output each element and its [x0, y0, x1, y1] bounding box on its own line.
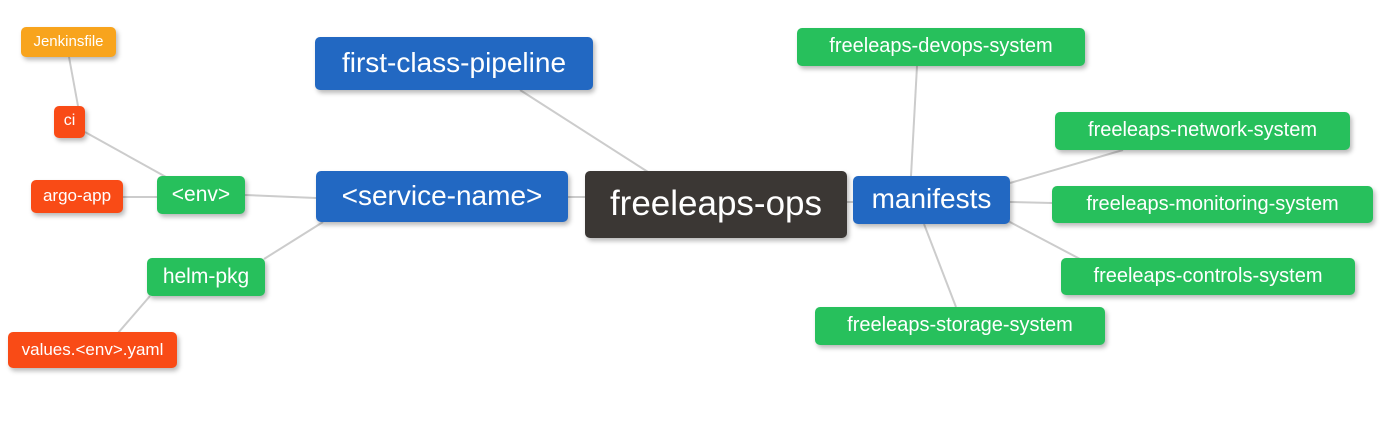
- node-freeleaps-ops[interactable]: freeleaps-ops: [585, 171, 847, 238]
- node-label-ci: ci: [63, 112, 76, 129]
- edge-manifests-to-freeleaps-network-system: [1009, 149, 1124, 184]
- node-label-freeleaps-ops: freeleaps-ops: [609, 184, 823, 223]
- node-jenkinsfile[interactable]: Jenkinsfile: [21, 27, 116, 57]
- node-manifests[interactable]: manifests: [853, 176, 1010, 224]
- node-freeleaps-network-system[interactable]: freeleaps-network-system: [1055, 112, 1350, 150]
- edge-service-name-to-helm-pkg: [263, 221, 324, 260]
- edge-freeleaps-devops-system-to-manifests: [910, 65, 918, 177]
- edge-helm-pkg-to-values-env-yaml: [117, 295, 151, 334]
- node-argo-app[interactable]: argo-app: [31, 180, 123, 213]
- edge-ci-to-env: [84, 131, 167, 178]
- edge-manifests-to-freeleaps-controls-system: [1007, 220, 1081, 260]
- edge-manifests-to-freeleaps-storage-system: [923, 223, 957, 308]
- edge-jenkinsfile-to-ci: [68, 56, 79, 107]
- node-freeleaps-monitoring-system[interactable]: freeleaps-monitoring-system: [1052, 186, 1373, 223]
- node-freeleaps-storage-system[interactable]: freeleaps-storage-system: [815, 307, 1105, 345]
- node-label-values-env-yaml: values.<env>.yaml: [21, 339, 164, 359]
- node-label-first-class-pipeline: first-class-pipeline: [341, 46, 567, 78]
- node-ci[interactable]: ci: [54, 106, 85, 138]
- node-label-jenkinsfile: Jenkinsfile: [33, 32, 104, 50]
- node-label-freeleaps-storage-system: freeleaps-storage-system: [847, 314, 1073, 336]
- node-label-freeleaps-devops-system: freeleaps-devops-system: [829, 35, 1053, 57]
- node-label-freeleaps-monitoring-system: freeleaps-monitoring-system: [1086, 192, 1339, 215]
- node-env[interactable]: <env>: [157, 176, 245, 214]
- node-label-freeleaps-network-system: freeleaps-network-system: [1088, 119, 1317, 141]
- node-service-name[interactable]: <service-name>: [316, 171, 568, 222]
- edge-env-to-service-name: [244, 194, 317, 199]
- node-freeleaps-devops-system[interactable]: freeleaps-devops-system: [797, 28, 1085, 66]
- edge-manifests-to-freeleaps-monitoring-system: [1009, 201, 1053, 204]
- node-label-freeleaps-controls-system: freeleaps-controls-system: [1093, 264, 1323, 287]
- node-label-helm-pkg: helm-pkg: [162, 264, 250, 288]
- edge-first-class-pipeline-to-freeleaps-ops: [519, 89, 649, 173]
- node-first-class-pipeline[interactable]: first-class-pipeline: [315, 37, 593, 90]
- node-label-argo-app: argo-app: [42, 186, 112, 205]
- node-label-manifests: manifests: [871, 183, 992, 214]
- node-helm-pkg[interactable]: helm-pkg: [147, 258, 265, 296]
- node-freeleaps-controls-system[interactable]: freeleaps-controls-system: [1061, 258, 1355, 295]
- node-values-env-yaml[interactable]: values.<env>.yaml: [8, 332, 177, 368]
- node-label-env: <env>: [171, 182, 231, 206]
- node-label-service-name: <service-name>: [341, 179, 543, 211]
